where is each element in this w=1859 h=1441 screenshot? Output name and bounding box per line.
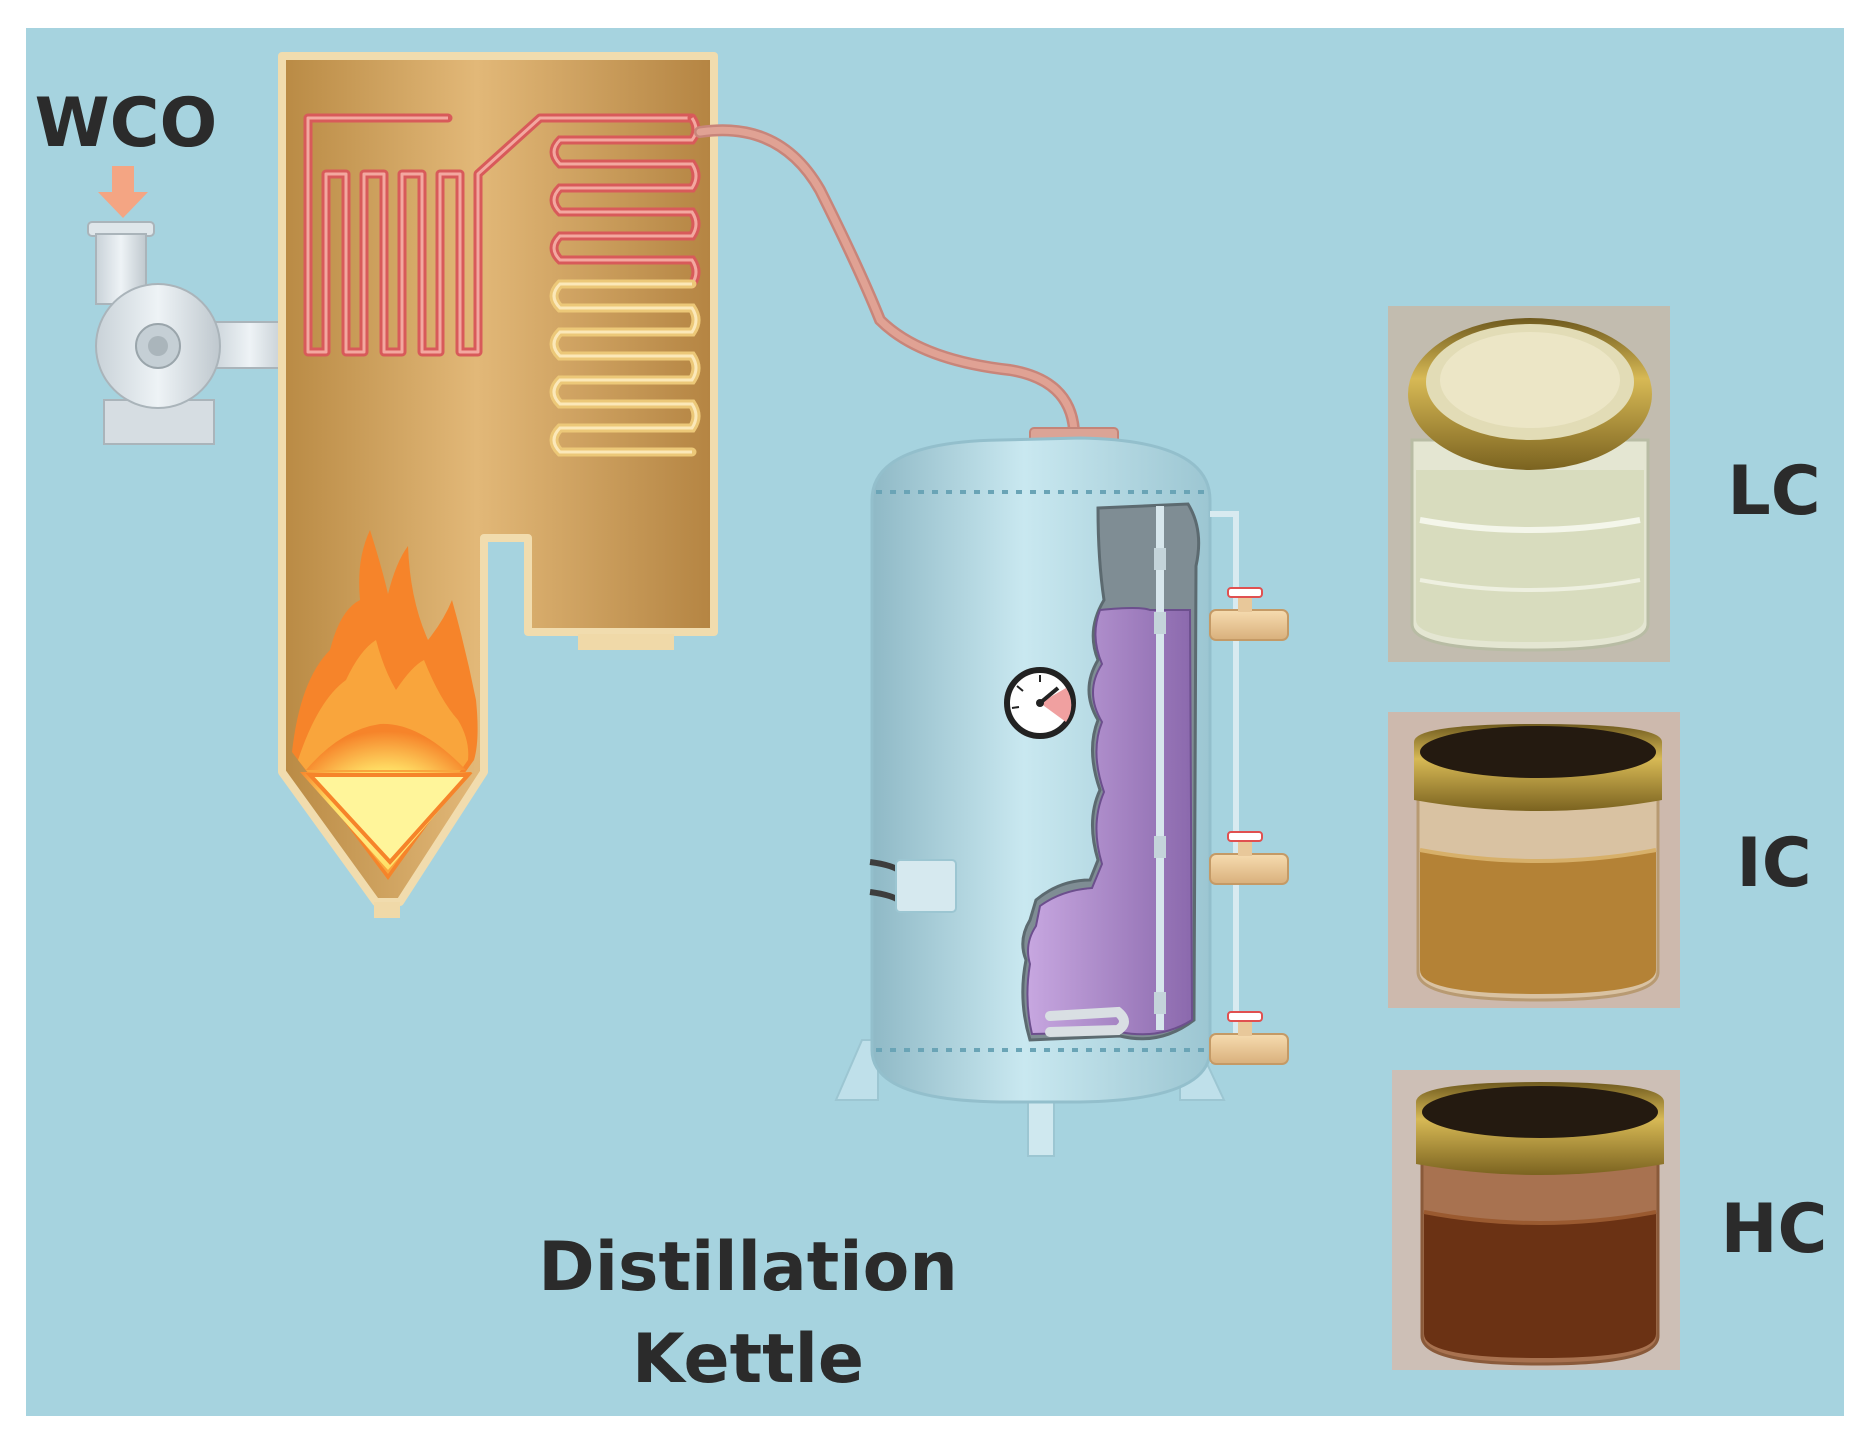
jar-icon: [1388, 306, 1670, 662]
furnace: [278, 52, 718, 918]
feed-label: WCO: [35, 84, 218, 163]
valve-icon: [1209, 831, 1289, 885]
flame-icon: [292, 530, 478, 880]
sample-label-hc: HC: [1721, 1190, 1828, 1269]
sample-label-lc: LC: [1727, 452, 1820, 531]
kettle-label-line1: Distillation: [538, 1228, 958, 1307]
pump-hub-center: [148, 336, 168, 356]
distillation-kettle: [834, 427, 1289, 1157]
jar-icon: [1392, 1070, 1680, 1370]
heater-box: [869, 859, 957, 913]
sample-label-ic: IC: [1736, 824, 1811, 903]
furnace-base-block: [578, 634, 674, 650]
arrow-down-icon: [98, 166, 148, 218]
pressure-gauge-icon: [1004, 667, 1076, 739]
kettle-liquid: [1026, 607, 1194, 1036]
furnace-nozzle: [374, 902, 400, 918]
valve-icon: [1209, 587, 1289, 641]
feed-pump: [87, 221, 295, 445]
valve-icon: [1209, 1011, 1289, 1065]
kettle-label-line2: Kettle: [632, 1320, 864, 1399]
jar-icon: [1388, 712, 1680, 1008]
